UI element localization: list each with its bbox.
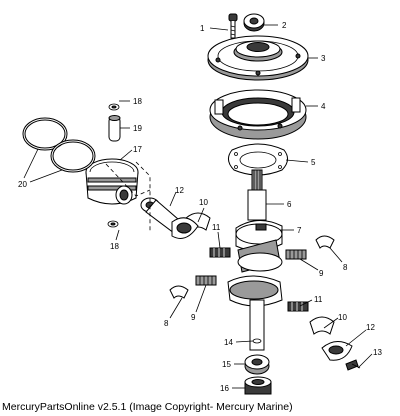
callout-1: 1 [200, 24, 205, 33]
callout-11: 11 [212, 223, 221, 232]
callout-9: 9 [319, 269, 324, 278]
callout-11b: 11 [314, 295, 323, 304]
callout-5: 5 [311, 158, 316, 167]
part-12-connecting-rod-upper[interactable] [140, 197, 199, 239]
callout-8: 8 [343, 263, 348, 272]
callout-6: 6 [287, 200, 292, 209]
callout-4: 4 [321, 102, 326, 111]
part-2-seal[interactable] [243, 13, 265, 32]
part-18-retainer-upper[interactable] [108, 103, 120, 111]
callout-19: 19 [133, 124, 142, 133]
part-13-bolt[interactable] [345, 359, 361, 371]
callout-14: 14 [224, 338, 233, 347]
part-4-housing[interactable] [209, 89, 307, 140]
part-19-piston-pin[interactable] [108, 115, 121, 142]
callout-17: 17 [133, 145, 142, 154]
callout-10b: 10 [338, 313, 347, 322]
part-12-connecting-rod-lower[interactable] [321, 341, 353, 361]
leader-lines [23, 24, 373, 389]
part-8-bearing-left[interactable] [169, 285, 189, 299]
callout-labels: 1 2 3 4 5 6 7 8 8 9 9 10 10 11 11 12 12 … [18, 21, 382, 393]
part-20-piston-ring-2[interactable] [50, 139, 96, 173]
part-9-needle-bearing-left[interactable] [195, 275, 217, 286]
callout-20: 20 [18, 180, 27, 189]
callout-15: 15 [222, 360, 231, 369]
part-6-crankshaft[interactable] [227, 169, 283, 351]
part-17-piston[interactable] [85, 158, 151, 232]
callout-16: 16 [220, 384, 229, 393]
callout-7: 7 [297, 226, 302, 235]
part-9-needle-bearing-right[interactable] [285, 249, 307, 260]
image-caption: MercuryPartsOnline v2.5.1 (Image Copyrig… [2, 401, 293, 413]
callout-8b: 8 [164, 319, 169, 328]
part-15-ball-bearing[interactable] [244, 354, 270, 375]
part-20-piston-ring-1[interactable] [22, 117, 68, 151]
callout-3: 3 [321, 54, 326, 63]
part-7-key[interactable] [255, 223, 267, 231]
part-18-retainer-lower[interactable] [107, 220, 119, 228]
callout-13: 13 [373, 348, 382, 357]
part-16-lower-bearing[interactable] [244, 376, 272, 395]
callout-10: 10 [199, 198, 208, 207]
part-11-roller-set-lower[interactable] [287, 301, 309, 312]
callout-18: 18 [133, 97, 142, 106]
part-8-bearing-right[interactable] [315, 235, 335, 249]
part-11-roller-set-upper[interactable] [209, 247, 231, 258]
callout-12b: 12 [366, 323, 375, 332]
part-5-gasket[interactable] [228, 143, 288, 176]
crankshaft-piston-exploded-diagram: 1 2 3 4 5 6 7 8 8 9 9 10 10 11 11 12 12 … [18, 13, 382, 395]
part-3-end-cap[interactable] [207, 35, 309, 81]
callout-9b: 9 [191, 313, 196, 322]
part-1-screw[interactable] [228, 13, 238, 39]
callout-12: 12 [175, 186, 184, 195]
callout-2: 2 [282, 21, 287, 30]
callout-18b: 18 [110, 242, 119, 251]
part-10-rod-cap-lower[interactable] [309, 316, 335, 335]
